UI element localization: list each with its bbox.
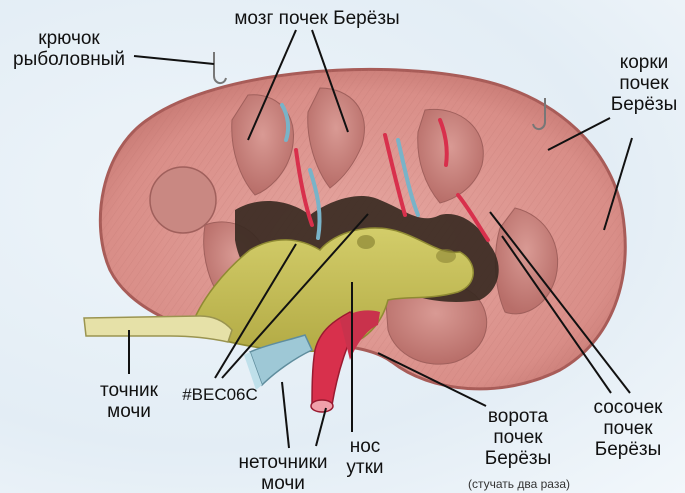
label-gate: ворота почек Берёзы	[470, 406, 566, 469]
ureter	[84, 316, 232, 342]
label-sources: неточники мочи	[228, 452, 338, 493]
label-papilla: сосочек почек Берёзы	[577, 397, 679, 460]
label-code: #BEC06C	[172, 384, 268, 405]
label-brain: мозг почек Берёзы	[224, 8, 410, 29]
round-pyramid	[150, 167, 216, 233]
label-crust: корки почек Берёзы	[602, 52, 685, 115]
label-hook: крючок рыболовный	[4, 28, 134, 70]
label-nose: нос утки	[340, 436, 390, 478]
label-source: точник мочи	[90, 380, 168, 422]
label-knock: (стучать два раза)	[450, 477, 588, 491]
